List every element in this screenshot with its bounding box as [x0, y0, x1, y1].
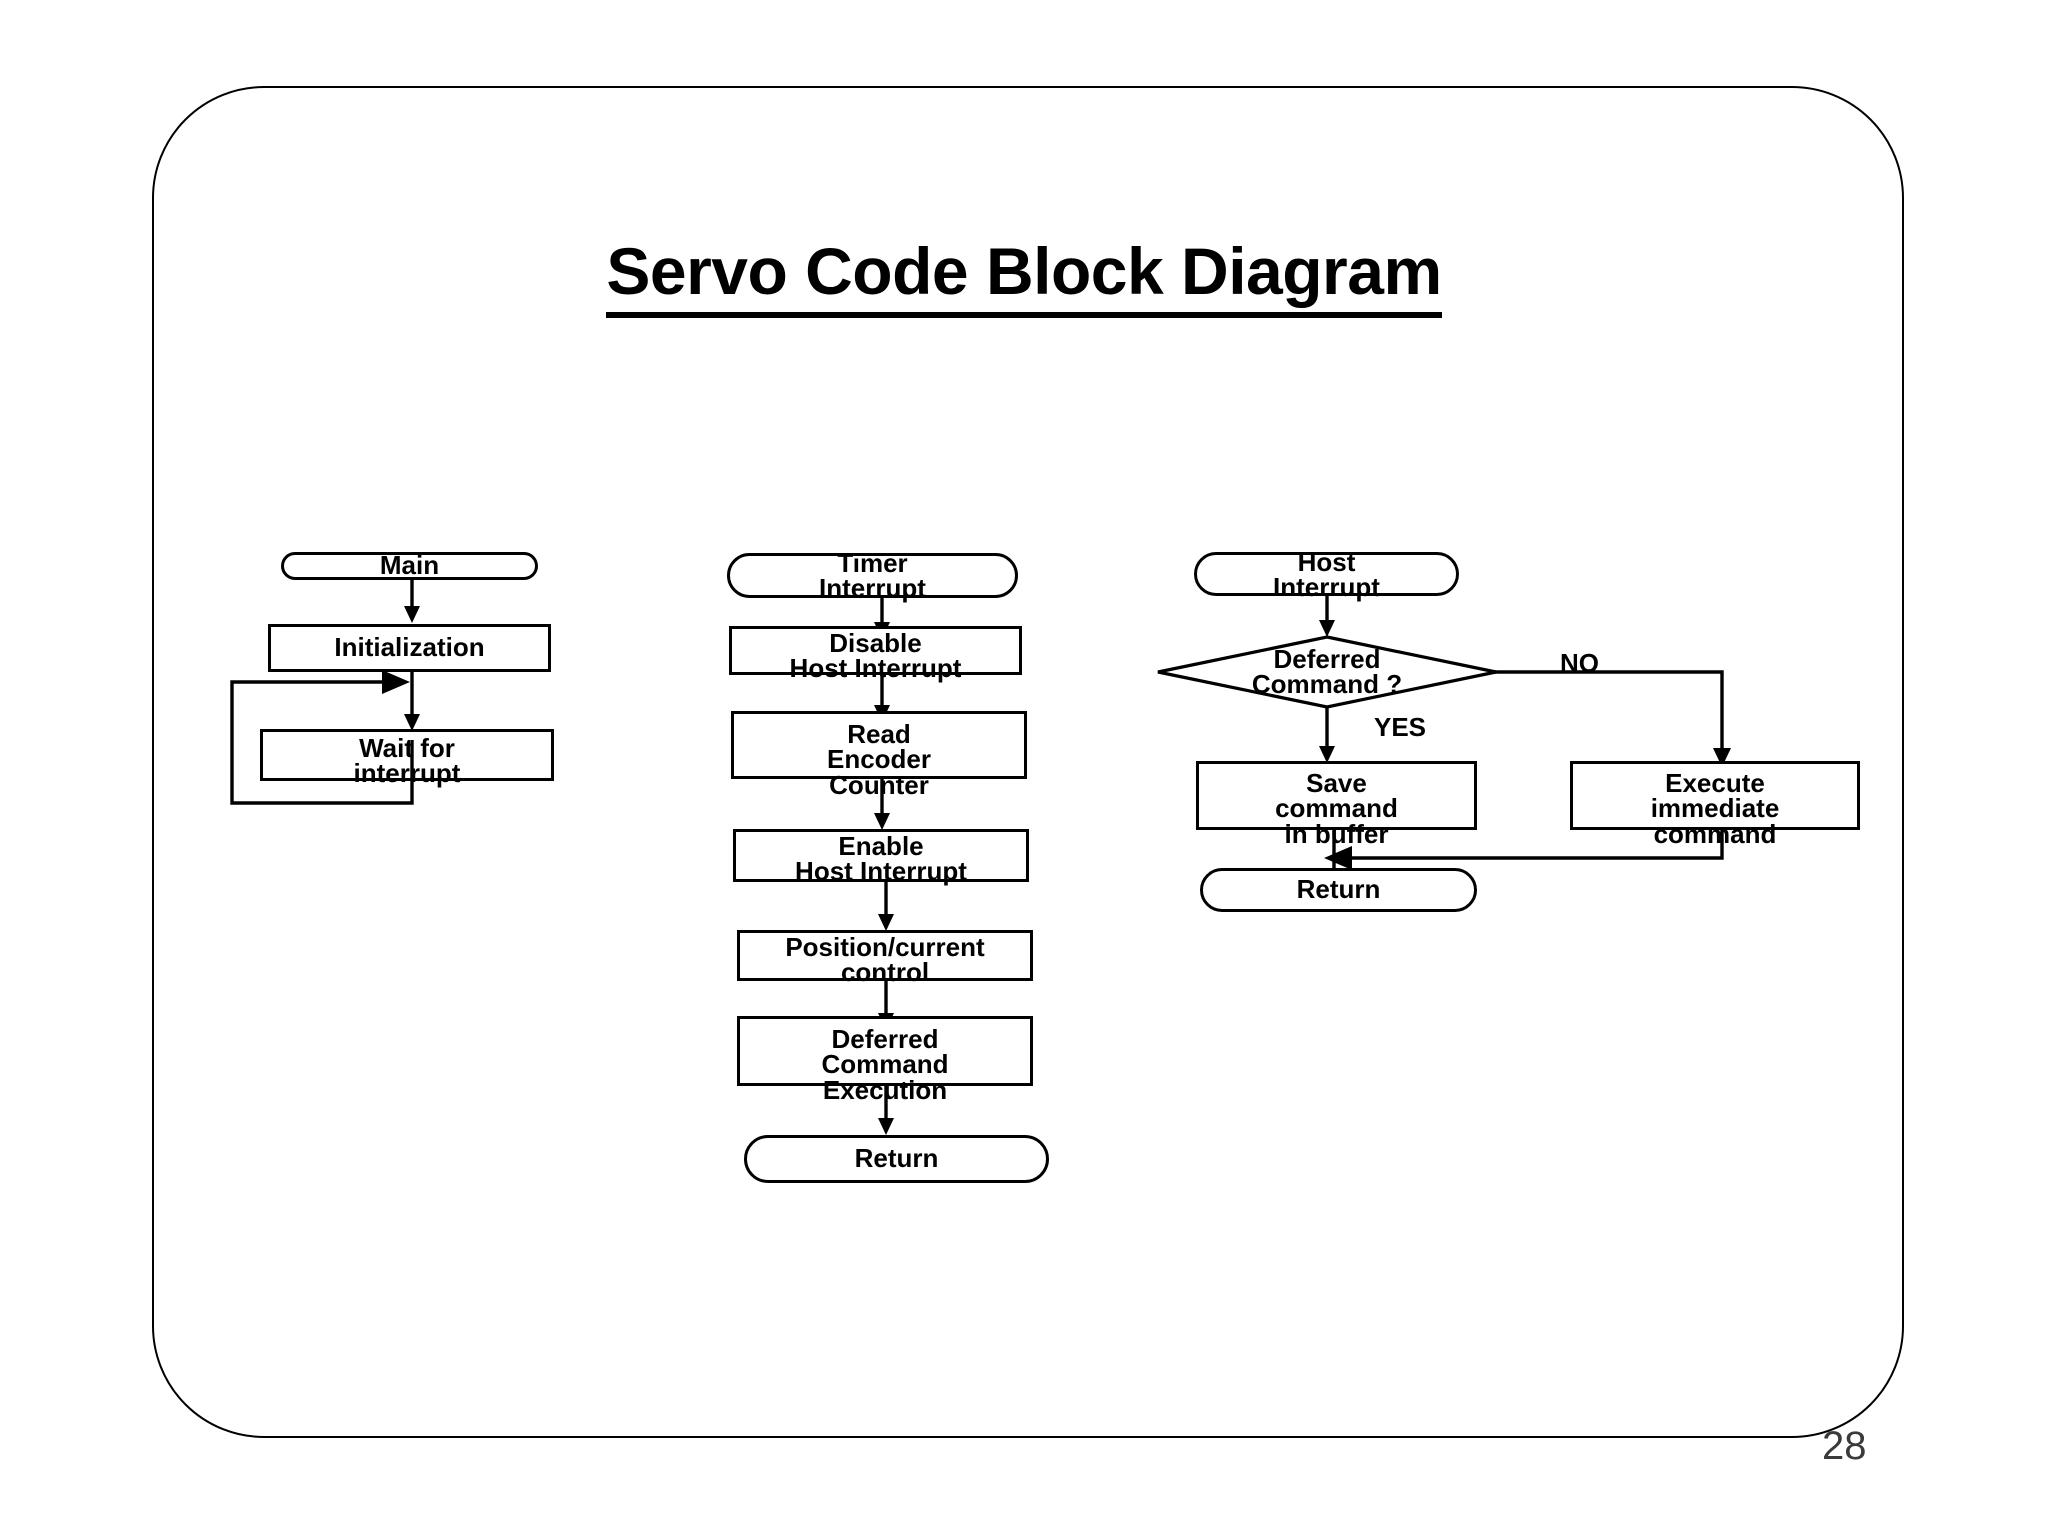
node-position-current-control-label: Position/current control: [785, 932, 985, 988]
node-main[interactable]: Main: [281, 552, 538, 580]
node-enable-host-interrupt-label: Enable Host Interrupt: [795, 831, 967, 887]
node-timer-interrupt-label: Timer Interrupt: [819, 548, 926, 604]
node-deferred-command-execution[interactable]: Deferred Command Execution: [737, 1016, 1033, 1103]
node-initialization-label: Initialization: [334, 632, 485, 663]
node-read-encoder-counter[interactable]: Read Encoder Counter: [731, 711, 1027, 798]
node-timer-interrupt[interactable]: Timer Interrupt: [727, 550, 1018, 601]
node-main-label: Main: [379, 550, 440, 581]
node-host-interrupt-label: Host Interrupt: [1273, 547, 1380, 603]
node-host-return[interactable]: Return: [1200, 868, 1477, 912]
node-execute-immediate-command[interactable]: Execute immediate command: [1570, 761, 1860, 847]
node-wait-for-interrupt[interactable]: Wait for interrupt: [260, 729, 554, 786]
node-enable-host-interrupt[interactable]: Enable Host Interrupt: [733, 829, 1029, 887]
node-disable-host-interrupt[interactable]: Disable Host Interrupt: [729, 626, 1022, 681]
page-title-text: Servo Code Block Diagram: [606, 238, 1442, 318]
node-timer-return[interactable]: Return: [744, 1135, 1049, 1183]
node-initialization[interactable]: Initialization: [268, 624, 551, 672]
branch-label-no: NO: [1560, 648, 1599, 678]
branch-label-yes: YES: [1374, 712, 1427, 742]
page-title: Servo Code Block Diagram: [0, 238, 2048, 318]
page-number: 28: [1822, 1424, 1867, 1468]
node-wait-for-interrupt-label: Wait for interrupt: [353, 733, 461, 789]
slide-border-frame: [152, 86, 1904, 1438]
node-host-return-label: Return: [1296, 874, 1381, 905]
node-deferred-command-decision[interactable]: Deferred Command ?: [1157, 635, 1497, 709]
node-host-interrupt[interactable]: Host Interrupt: [1194, 549, 1459, 600]
node-save-command-in-buffer[interactable]: Save command in buffer: [1196, 761, 1477, 847]
node-position-current-control[interactable]: Position/current control: [737, 930, 1033, 985]
node-disable-host-interrupt-label: Disable Host Interrupt: [789, 628, 962, 684]
node-timer-return-label: Return: [854, 1143, 939, 1174]
